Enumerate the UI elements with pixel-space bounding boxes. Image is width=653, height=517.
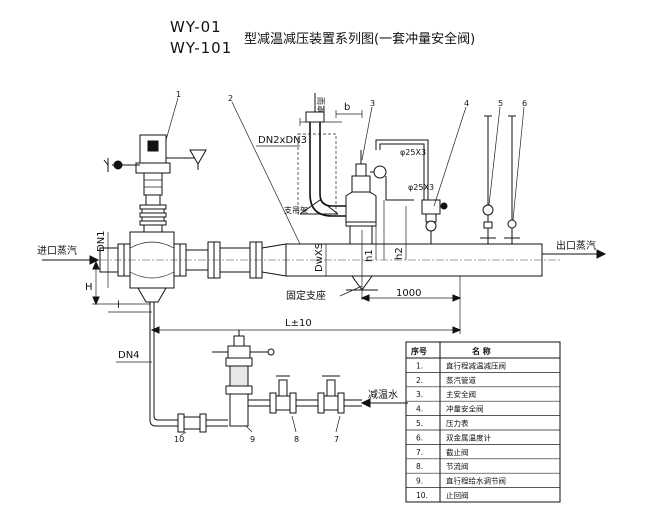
title-code-2: WY-101 bbox=[170, 39, 232, 57]
dim-b: b bbox=[344, 102, 350, 113]
table-row-no: 9. bbox=[416, 477, 423, 486]
reducing-valve-actuator bbox=[103, 134, 207, 233]
callout-leader-3 bbox=[361, 106, 373, 161]
callout-6: 6 bbox=[522, 99, 527, 108]
table-header-no: 序号 bbox=[411, 346, 427, 356]
impulse-safety-valve bbox=[375, 139, 448, 244]
dim-dn4: DN4 bbox=[118, 350, 140, 361]
callout-leader-6 bbox=[512, 106, 525, 221]
desuperheat-water-label: 减温水 bbox=[368, 389, 398, 401]
table-row-no: 6. bbox=[416, 433, 423, 442]
table-row-no: 8. bbox=[416, 462, 423, 471]
callout-4: 4 bbox=[464, 99, 469, 108]
callout-9: 9 bbox=[250, 435, 255, 444]
rain-cover bbox=[305, 111, 325, 123]
table-row-no: 3. bbox=[416, 390, 423, 399]
callout-2: 2 bbox=[228, 94, 233, 103]
table-row-name: 直行程减温减压阀 bbox=[446, 360, 506, 370]
table-row-name: 节流阀 bbox=[446, 461, 469, 471]
outlet-label: 出口蒸汽 bbox=[556, 239, 596, 252]
table-row-name: 冲量安全阀 bbox=[446, 404, 484, 414]
dim-h: H bbox=[85, 282, 93, 293]
callout-5: 5 bbox=[498, 99, 503, 108]
table-header-name: 名 称 bbox=[472, 346, 491, 356]
dim-h2: h2 bbox=[394, 247, 405, 260]
phi25-top-label: φ25X3 bbox=[400, 148, 426, 157]
callout-1: 1 bbox=[176, 90, 181, 99]
inlet-label: 进口蒸汽 bbox=[37, 244, 77, 257]
dim-1000: 1000 bbox=[396, 288, 421, 299]
pressure-gauge bbox=[480, 115, 496, 244]
table-row-no: 10. bbox=[416, 491, 428, 500]
fixed-support-label: 固定支座 bbox=[286, 289, 326, 302]
table-row-name: 蒸汽管道 bbox=[446, 375, 476, 385]
phi25-side-label: φ25X3 bbox=[408, 183, 434, 192]
title-code-1: WY-01 bbox=[170, 18, 222, 36]
dim-dn1: DN1 bbox=[96, 230, 107, 252]
parts-table: 序号 名 称 1. 直行程减温减压阀 2. 蒸汽管道 3. 主安全阀 4. 冲量安全阀 5. 压力… bbox=[405, 341, 561, 503]
table-row-name: 截止阀 bbox=[446, 447, 469, 457]
table-row-no: 4. bbox=[416, 405, 423, 414]
support-frame-label: 支吊架 bbox=[284, 205, 308, 215]
dim-l-total: L±10 bbox=[285, 318, 312, 329]
table-row-name: 止回阀 bbox=[446, 490, 469, 500]
callout-leader-2 bbox=[231, 101, 301, 245]
callout-10: 10 bbox=[174, 435, 184, 444]
dim-dw-s: DwXS bbox=[314, 243, 325, 272]
callout-leader-5 bbox=[488, 106, 501, 206]
callout-leader-4 bbox=[433, 106, 467, 207]
callout-3: 3 bbox=[370, 99, 375, 108]
inlet-arrow bbox=[42, 255, 100, 265]
table-row-name: 压力表 bbox=[446, 418, 469, 428]
table-row-no: 7. bbox=[416, 448, 423, 457]
dim-l: l bbox=[117, 300, 120, 311]
callout-8: 8 bbox=[294, 435, 299, 444]
table-row-name: 双金属温度计 bbox=[446, 432, 491, 442]
main-safety-valve bbox=[297, 120, 387, 245]
water-line bbox=[149, 302, 362, 433]
table-row-name: 直行程给水调节阀 bbox=[446, 476, 506, 486]
table-row-name: 主安全阀 bbox=[446, 389, 476, 399]
main-pipeline bbox=[99, 231, 560, 303]
bimetal-thermometer bbox=[504, 115, 520, 244]
fixed-support bbox=[346, 275, 378, 291]
table-row-no: 1. bbox=[416, 361, 423, 370]
rain-cover-label: 雨罩 bbox=[316, 97, 325, 113]
dn2-dn3-label: DN2xDN3 bbox=[258, 135, 307, 146]
table-row-no: 2. bbox=[416, 376, 423, 385]
table-row-no: 5. bbox=[416, 419, 423, 428]
dim-h1: h1 bbox=[364, 249, 375, 262]
callout-leader-1 bbox=[165, 97, 179, 141]
outlet-arrow bbox=[542, 249, 607, 259]
title-main: 型减温减压装置系列图(一套冲量安全阀) bbox=[244, 31, 475, 47]
callout-7: 7 bbox=[334, 435, 339, 444]
